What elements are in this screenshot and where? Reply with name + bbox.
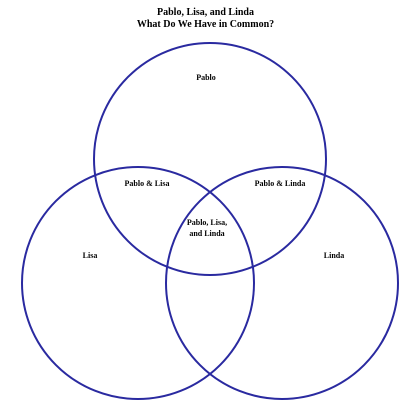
title-line-1: Pablo, Lisa, and Linda xyxy=(157,7,254,18)
label-pablo-linda: Pablo & Linda xyxy=(255,179,306,188)
label-all-line-1: Pablo, Lisa, xyxy=(187,218,227,227)
title-line-2: What Do We Have in Common? xyxy=(136,19,275,30)
diagram-title: Pablo, Lisa, and Linda What Do We Have i… xyxy=(0,7,411,31)
circle-pablo xyxy=(93,42,327,276)
label-pablo-lisa: Pablo & Lisa xyxy=(125,179,170,188)
circle-linda xyxy=(165,166,399,400)
label-linda: Linda xyxy=(324,251,344,260)
label-pablo: Pablo xyxy=(196,73,216,82)
label-all-line-2: and Linda xyxy=(189,229,224,238)
circle-lisa xyxy=(21,166,255,400)
label-lisa: Lisa xyxy=(83,251,98,260)
